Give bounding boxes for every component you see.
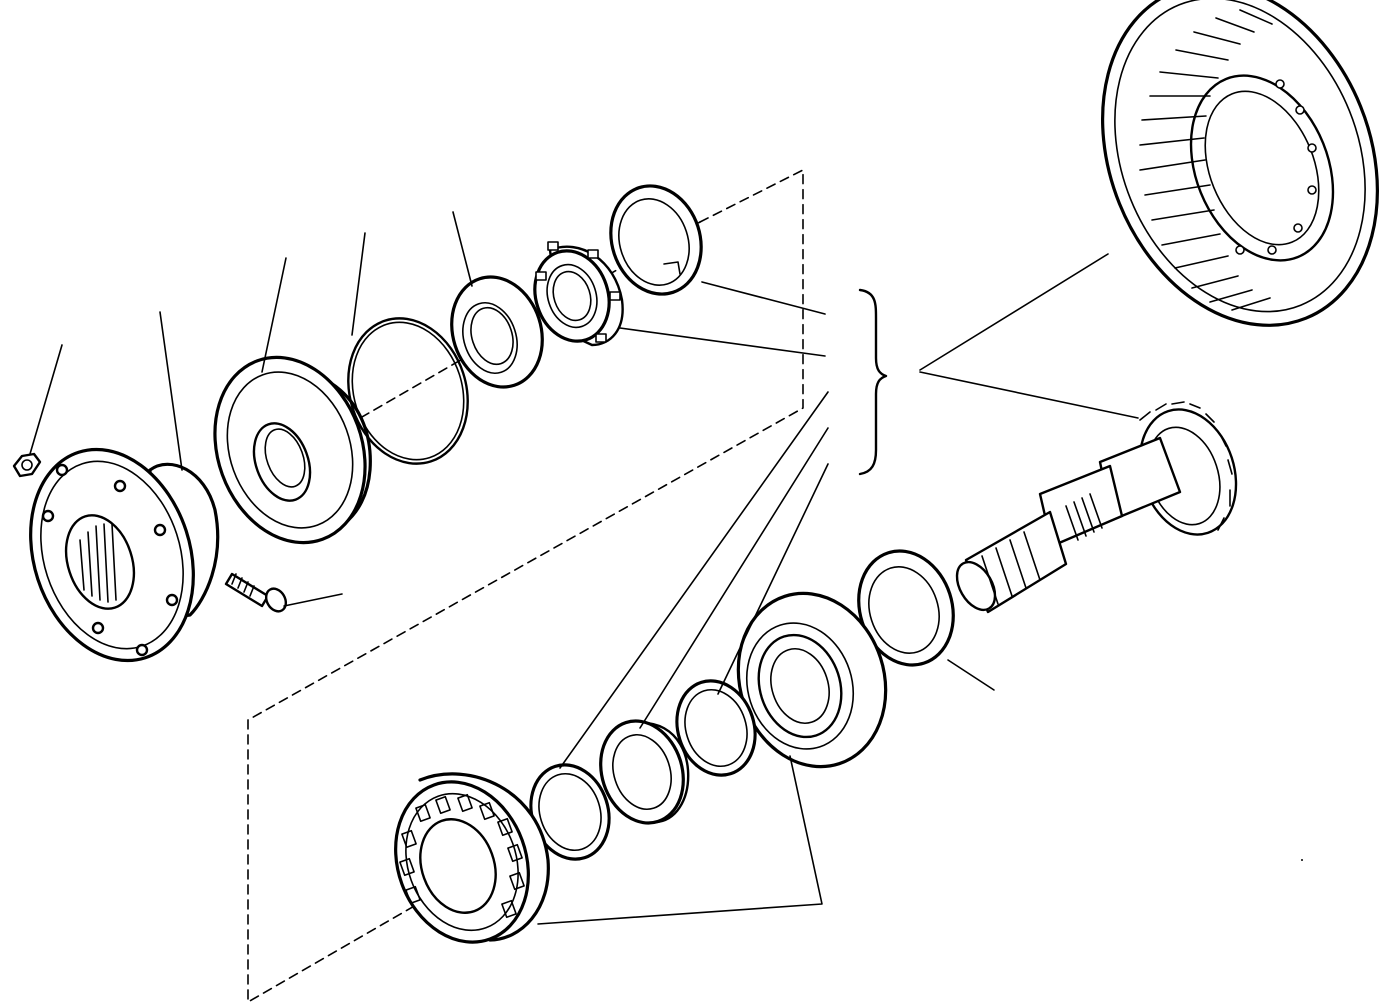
hex-nut-icon — [12, 452, 42, 478]
bolt-icon — [224, 572, 288, 613]
slotted-nut-icon — [533, 241, 624, 347]
speck — [1301, 859, 1303, 861]
group-brace — [858, 288, 888, 476]
bearing-icon — [394, 772, 550, 944]
washer-icon — [609, 184, 703, 296]
cage-icon — [213, 355, 372, 545]
leader-flange — [159, 311, 183, 471]
leader-lock-nut — [619, 327, 826, 357]
leader-ring-gear — [919, 253, 1109, 371]
flange-icon — [29, 447, 220, 663]
leader-seal — [452, 211, 473, 287]
leader-washer — [701, 281, 826, 315]
collar-icon — [599, 719, 690, 825]
ring-icon — [675, 679, 757, 777]
leader-cage — [261, 257, 287, 373]
leader-nut — [29, 344, 63, 455]
leader-shim — [947, 659, 995, 691]
leader-spacer — [559, 391, 829, 769]
leader-spacer-ring — [717, 463, 829, 695]
leader-collar — [639, 427, 829, 729]
leader-bolt — [283, 593, 343, 607]
assembly-boundary-dashed — [247, 169, 804, 1003]
seal-icon — [450, 275, 544, 389]
leader-o-ring — [351, 232, 366, 336]
bevel-ring-gear-icon — [1101, 0, 1379, 327]
pinion-shaft-icon — [955, 401, 1238, 614]
bearing-icon — [736, 591, 888, 769]
leader-pinion — [919, 371, 1139, 419]
o-ring-icon — [347, 317, 469, 465]
leader-lines — [29, 211, 1139, 925]
leader-bearings — [537, 755, 823, 925]
